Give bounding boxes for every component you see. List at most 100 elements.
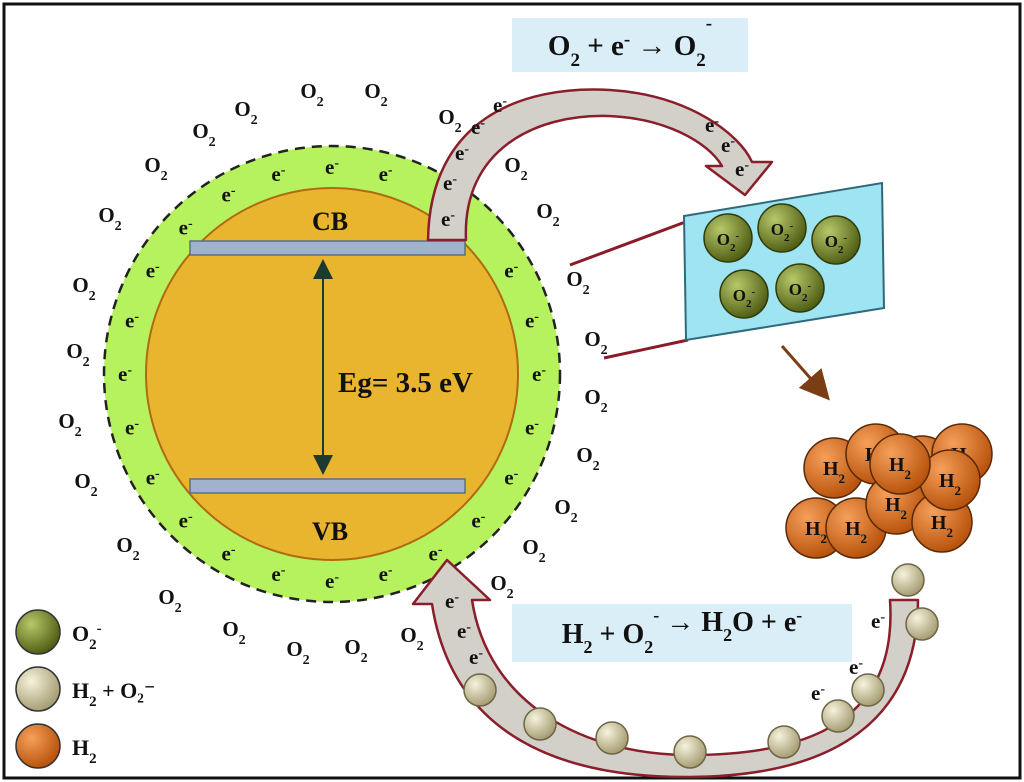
zoom-line-top [569, 219, 689, 267]
reactant-particles [463, 563, 939, 769]
oxygen-molecule: O2 [58, 409, 81, 440]
hydrogen-label: H2 [805, 518, 827, 546]
reactant-particle [463, 673, 497, 707]
reactant-particle [905, 607, 939, 641]
shell-electron: e- [504, 259, 518, 283]
bottom-eq-electron: e [784, 607, 796, 638]
zoom-line-bottom [603, 338, 689, 360]
shell-electron: e- [525, 308, 539, 332]
hydrogen-label: H2 [939, 470, 961, 498]
oxygen-molecule: O2 [192, 119, 215, 150]
reactant-particle [821, 699, 855, 733]
shell-electron: e- [325, 155, 339, 179]
bottom-equation-box [512, 604, 852, 662]
oxygen-molecule: O2 [234, 97, 257, 128]
top-eq-product-sub: 2 [696, 50, 706, 71]
transfer-electron: e- [441, 207, 455, 231]
shell-electron: e- [146, 466, 160, 490]
reactant-particle [767, 725, 801, 759]
return-electron: e- [457, 619, 471, 643]
hydrogen-label: H2 [889, 454, 911, 482]
oxygen-molecule: O2 [98, 203, 121, 234]
top-eq-reactant-sub: 2 [570, 50, 580, 71]
return-electron: e- [871, 609, 885, 633]
oxygen-molecule: O2 [584, 327, 607, 358]
oxygen-molecule: O2 [490, 571, 513, 602]
shell-electron: e- [271, 562, 285, 586]
reactant-particle [673, 735, 707, 769]
shell-electron: e- [179, 508, 193, 532]
bottom-eq-product-tail: O [732, 607, 754, 638]
return-electron: e- [811, 681, 825, 705]
top-eq-product-sup: - [706, 13, 712, 34]
shell-electron: e- [222, 541, 236, 565]
bottom-eq-arrow: → [659, 607, 701, 638]
hydrogen-label: H2 [931, 512, 953, 540]
zoom-superoxide-particles: O2- O2- O2- O2- O2- [703, 203, 861, 319]
transfer-electron: e- [455, 141, 469, 165]
oxygen-molecule: O2 [158, 585, 181, 616]
vb-label: VB [312, 517, 348, 546]
shell-electron: e- [429, 541, 443, 565]
top-eq-plus: + [580, 30, 611, 62]
shell-electron: e- [504, 466, 518, 490]
top-equation: O2 + e- → O2- [548, 13, 712, 71]
band-gap-label: Eg= 3.5 eV [338, 367, 473, 399]
reactant-particle [891, 563, 925, 597]
conduction-band-bar [189, 240, 466, 256]
shell-electron: e- [525, 416, 539, 440]
arrow-electrons: e-e-e-e-e-e-e-e-e-e-e-e-e-e- [441, 93, 885, 705]
legend-item: O2- [15, 609, 102, 655]
oxygen-molecule: O2 [522, 535, 545, 566]
hydrogen-label: H2 [885, 494, 907, 522]
superoxide-label: O2- [789, 280, 812, 304]
legend-swatch [15, 609, 61, 655]
shell-electron: e- [271, 162, 285, 186]
oxygen-molecule: O2 [300, 79, 323, 110]
reactant-particle [523, 707, 557, 741]
oxygen-molecule: O2 [576, 443, 599, 474]
cb-label: CB [312, 207, 348, 236]
superoxide-particle: O2- [757, 203, 807, 253]
return-electron: e- [445, 589, 459, 613]
oxygen-molecule: O2 [536, 199, 559, 230]
oxygen-molecule: O2 [400, 623, 423, 654]
shell-electrons: e-e-e-e-e-e-e-e-e-e-e-e-e-e-e-e-e-e-e-e-… [118, 155, 546, 593]
legend-label: H2 + O₂⁻ [72, 678, 155, 710]
legend-item: H2 [15, 723, 97, 769]
superoxide-label: O2- [717, 230, 740, 254]
superoxide-particle: O2- [703, 213, 753, 263]
legend: O2- H2 + O₂⁻ H2 [15, 609, 155, 769]
legend-swatch [15, 666, 61, 712]
top-eq-reactant: O [548, 30, 571, 62]
bottom-eq-plus2: + [754, 607, 784, 638]
reactant-particle [851, 673, 885, 707]
oxygen-molecule: O2 [74, 469, 97, 500]
superoxide-label: O2- [825, 232, 848, 256]
oxygen-molecule: O2 [566, 267, 589, 298]
top-equation-box [512, 18, 748, 72]
bottom-return-arrow [411, 558, 920, 779]
oxygen-molecule: O2 [344, 635, 367, 666]
bottom-eq-reactant2-sup: - [653, 605, 659, 625]
bottom-eq-reactant1-sub: 2 [584, 637, 593, 657]
shell-electron: e- [125, 308, 139, 332]
oxygen-molecule: O2 [222, 617, 245, 648]
legend-item: H2 + O₂⁻ [15, 666, 155, 712]
legend-label: H2 [72, 735, 97, 767]
hydrogen-label: H2 [823, 458, 845, 486]
superoxide-label: O2- [733, 286, 756, 310]
legend-label: O2- [72, 621, 102, 653]
shell-electron: e- [532, 362, 546, 386]
bottom-equation: H2 + O2- → H2O + e- [562, 605, 803, 657]
top-eq-electron-sup: - [624, 29, 630, 50]
oxygen-molecule: O2 [116, 533, 139, 564]
return-electron: e- [849, 655, 863, 679]
valence-band-bar [189, 478, 466, 494]
oxygen-molecule: O2 [504, 153, 527, 184]
transfer-electron: e- [471, 115, 485, 139]
superoxide-label: O2- [771, 220, 794, 244]
